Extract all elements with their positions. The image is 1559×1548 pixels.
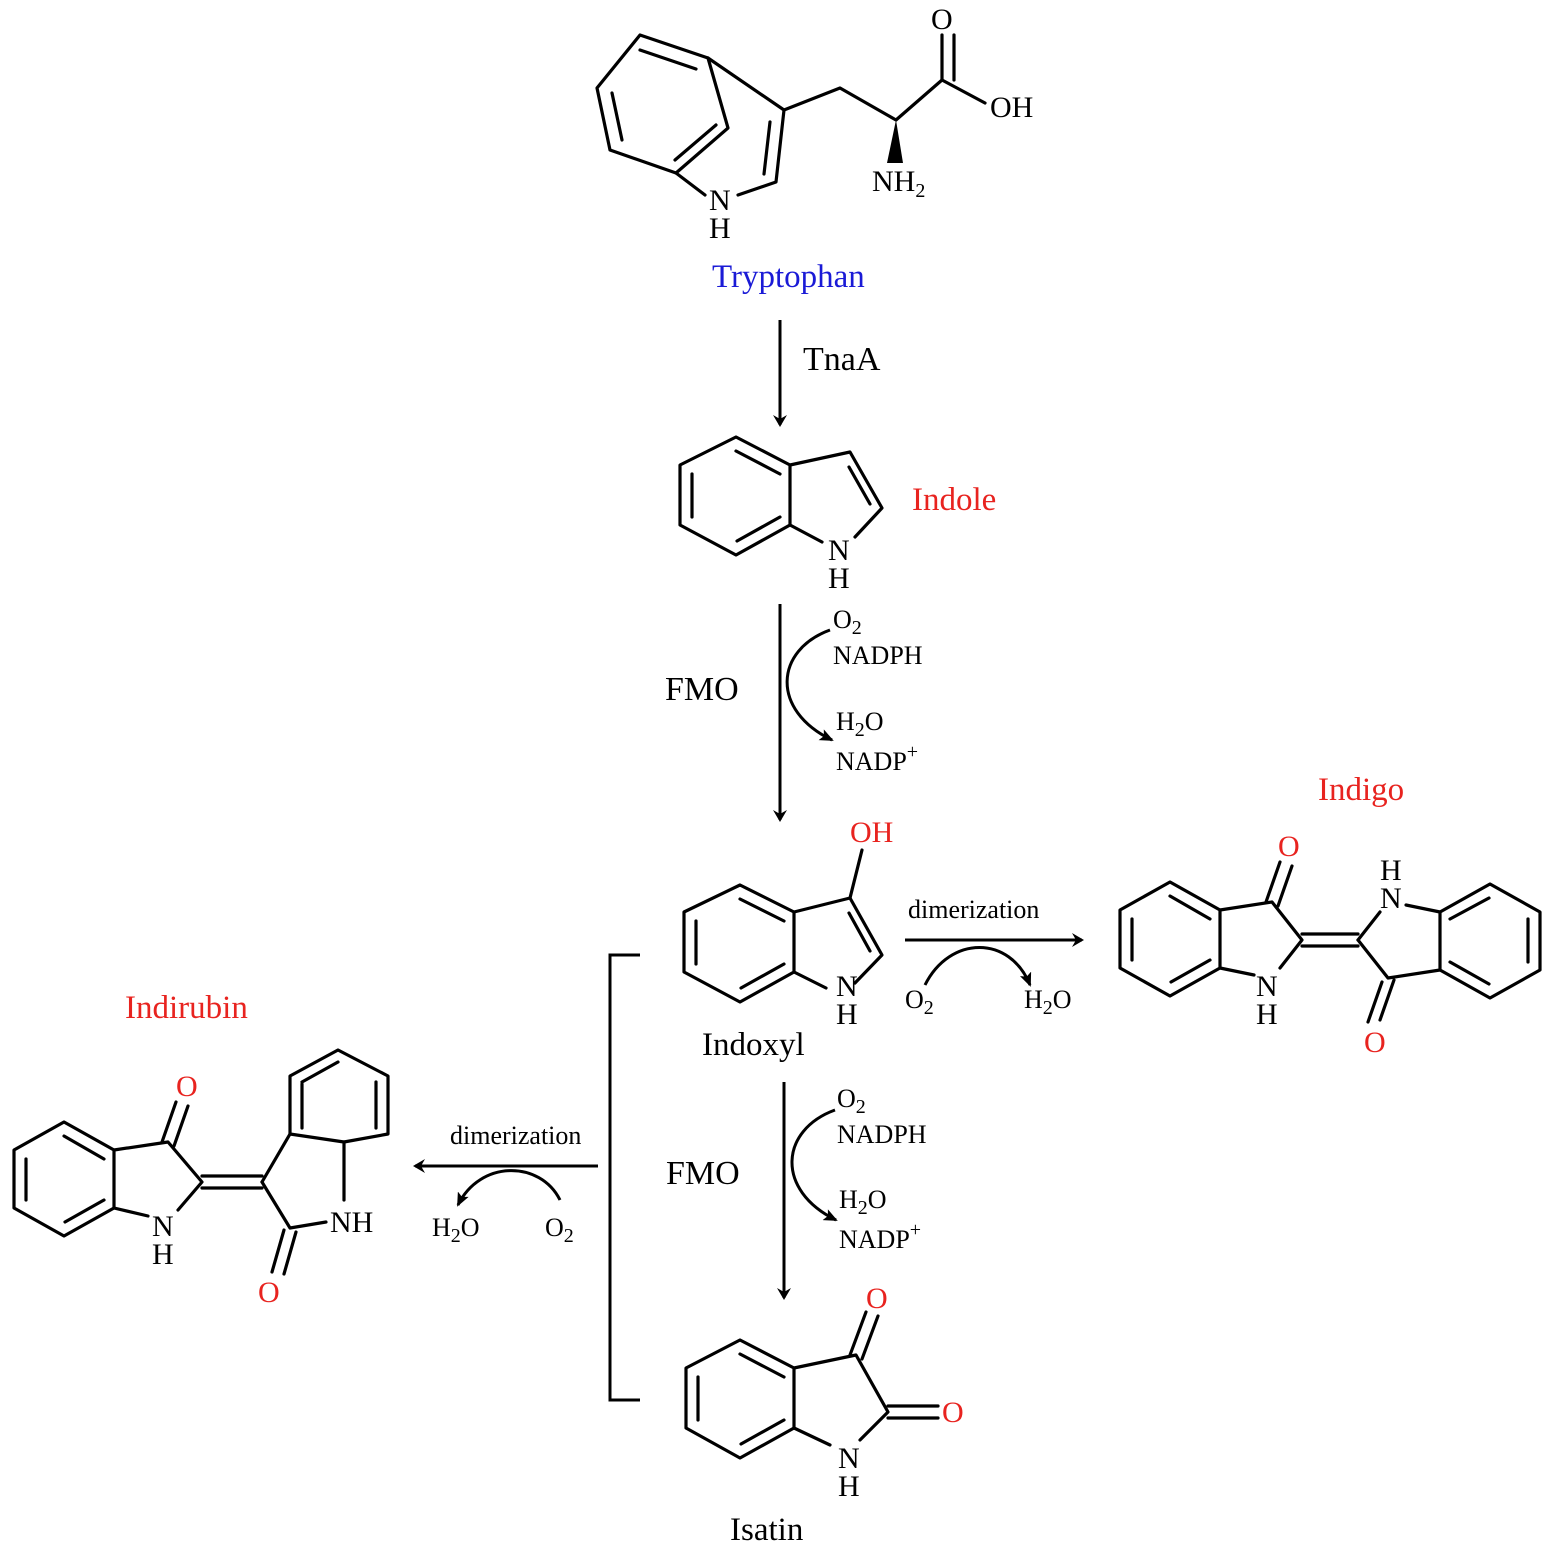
indole-structure: N H: [678, 435, 884, 595]
indirubin-nh-right: NH: [330, 1206, 373, 1239]
reagent-nadp-1: NADP+: [836, 741, 918, 776]
indole-n: N: [828, 534, 850, 567]
bracket: [608, 953, 640, 1402]
cofactor-arrow-1: [785, 628, 834, 742]
reagent-nadph-1: NADPH: [833, 641, 923, 670]
reagent-o2-2: O2: [837, 1084, 866, 1118]
indole-h: H: [828, 562, 850, 595]
indirubin-structure: O O N H NH: [12, 1048, 390, 1309]
indoxyl-n: N: [836, 970, 858, 1003]
enzyme-fmo-1: FMO: [665, 671, 739, 708]
indirubin-o-bottom: O: [258, 1276, 280, 1309]
indoxyl-structure: OH N H: [682, 816, 893, 1031]
indirubin-o-top: O: [176, 1070, 198, 1103]
enzyme-fmo-2: FMO: [666, 1155, 740, 1192]
indigo-n-top: N: [1380, 882, 1402, 915]
reagent-o2-1: O2: [833, 605, 862, 639]
isatin-n: N: [838, 1442, 860, 1475]
isatin-h: H: [838, 1470, 860, 1503]
oxygen-arrow-left: [456, 1169, 562, 1207]
isatin-structure: O O N H: [684, 1282, 964, 1503]
indirubin-h-left: H: [152, 1238, 174, 1271]
step-dimerization-left: dimerization: [450, 1121, 581, 1150]
indigo-h-bottom: H: [1256, 998, 1278, 1031]
reagent-h2o-2: H2O: [839, 1185, 887, 1219]
indole-label: Indole: [912, 482, 996, 518]
tryptophan-oh: OH: [990, 91, 1033, 124]
reagent-h2o-right: H2O: [1024, 985, 1072, 1019]
reagent-nadp-2: NADP+: [839, 1219, 921, 1254]
reagent-h2o-1: H2O: [836, 707, 884, 741]
indoxyl-label: Indoxyl: [702, 1027, 805, 1063]
enzyme-tnaa: TnaA: [803, 341, 881, 378]
tryptophan-carbonyl-o: O: [931, 3, 953, 36]
indigo-structure: O O H N N H: [1118, 830, 1542, 1059]
isatin-o-right: O: [942, 1396, 964, 1429]
tryptophan-label: Tryptophan: [712, 259, 865, 295]
indirubin-n-left: N: [152, 1210, 174, 1243]
isatin-o-top: O: [866, 1282, 888, 1315]
reagent-h2o-left: H2O: [432, 1213, 480, 1247]
indigo-label: Indigo: [1318, 772, 1404, 808]
indigo-o-bottom: O: [1364, 1026, 1386, 1059]
tryptophan-nh2: NH2: [872, 165, 925, 202]
tryptophan-structure: O OH NH2 N H: [595, 3, 1033, 245]
step-dimerization-right: dimerization: [908, 895, 1039, 924]
reagent-nadph-2: NADPH: [837, 1120, 927, 1149]
tryptophan-h: H: [709, 212, 731, 245]
reagent-o2-right: O2: [905, 985, 934, 1019]
indirubin-label: Indirubin: [125, 990, 248, 1026]
indoxyl-h: H: [836, 998, 858, 1031]
indigo-h-top: H: [1380, 854, 1402, 887]
indigo-o-top: O: [1278, 830, 1300, 863]
reagent-o2-left: O2: [545, 1213, 574, 1247]
oxygen-arrow-right: [923, 946, 1032, 987]
tryptophan-n: N: [709, 184, 731, 217]
isatin-label: Isatin: [730, 1512, 803, 1548]
indoxyl-oh: OH: [850, 816, 893, 849]
cofactor-arrow-2: [790, 1108, 838, 1222]
indigo-n-bottom: N: [1256, 970, 1278, 1003]
